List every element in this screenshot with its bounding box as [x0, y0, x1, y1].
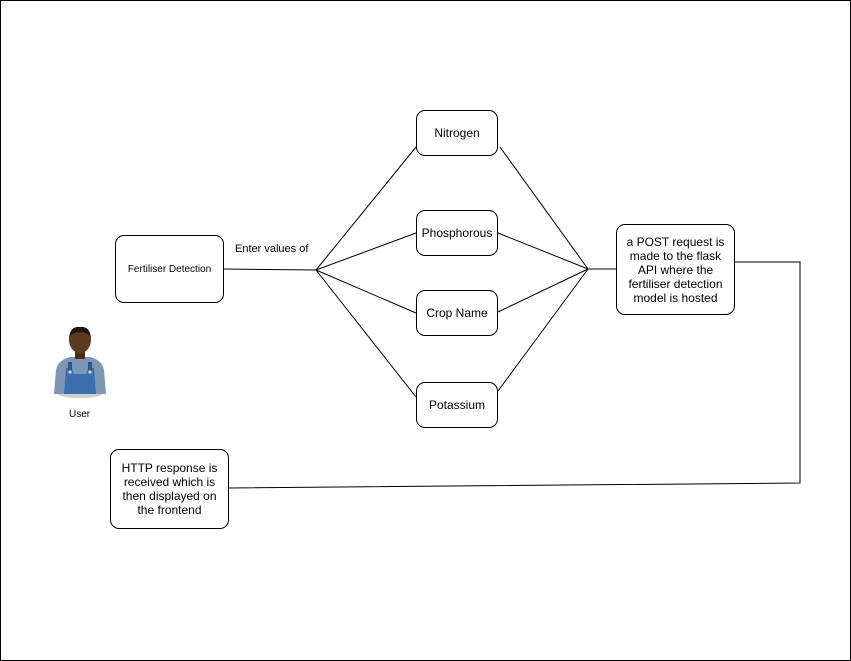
fertiliser-detection-box: Fertiliser Detection [115, 235, 224, 303]
phosphorous-box: Phosphorous [416, 210, 498, 256]
phosphorous-label: Phosphorous [421, 226, 493, 240]
post-request-label: a POST request is made to the flask API … [626, 234, 725, 305]
edge-post-request-to-http-response [228, 261, 801, 489]
nitrogen-label: Nitrogen [434, 126, 480, 140]
edge-hub-to-crop-name [315, 269, 417, 314]
http-response-label: HTTP response is received which is then … [121, 461, 218, 517]
nitrogen-box: Nitrogen [416, 110, 498, 156]
edge-crop-name-to-merge [497, 268, 589, 313]
edge-nitrogen-to-merge [499, 146, 589, 270]
edge-hub-to-potassium [315, 269, 417, 398]
edge-detection-to-hub [223, 268, 317, 271]
potassium-box: Potassium [416, 382, 498, 428]
potassium-label: Potassium [428, 398, 486, 412]
user-label: User [69, 409, 91, 420]
crop-name-label: Crop Name [426, 306, 488, 320]
edge-hub-to-nitrogen [315, 146, 417, 271]
user-actor-icon [54, 326, 106, 398]
http-response-box: HTTP response is received which is then … [110, 449, 229, 529]
enter-values-label: Enter values of [235, 243, 309, 255]
fertiliser-detection-label: Fertiliser Detection [127, 263, 212, 275]
post-request-box: a POST request is made to the flask API … [616, 224, 735, 315]
edge-phosphorous-to-merge [497, 232, 589, 270]
edge-hub-to-phosphorous [315, 232, 417, 271]
edge-potassium-to-merge [497, 268, 589, 392]
crop-name-box: Crop Name [416, 290, 498, 336]
